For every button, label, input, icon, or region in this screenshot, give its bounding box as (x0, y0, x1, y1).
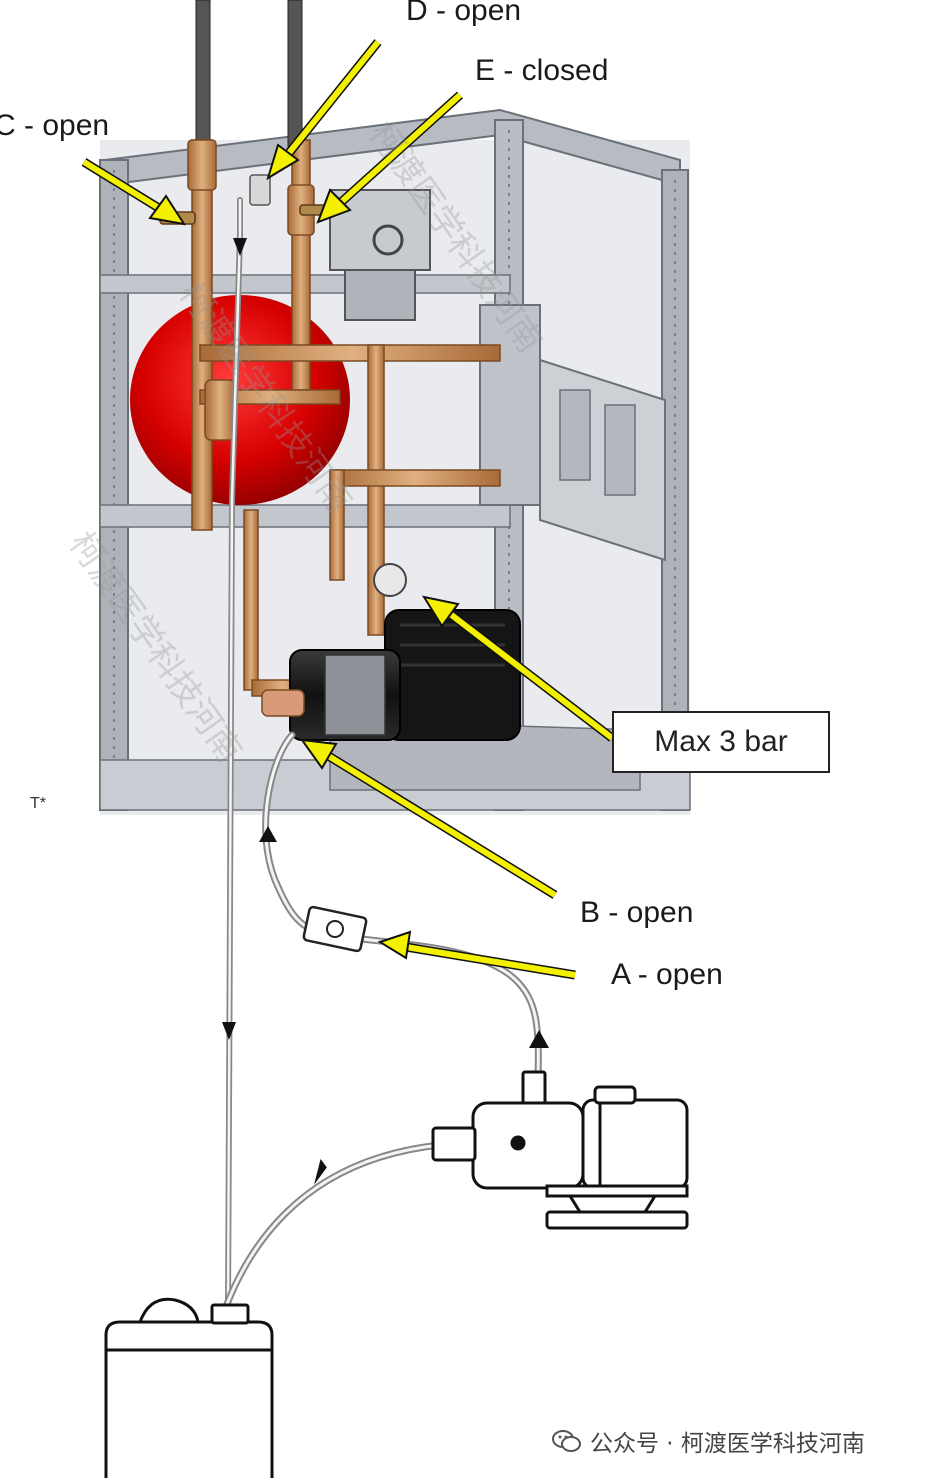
inline-filter (302, 905, 368, 953)
arrow-e (316, 91, 464, 224)
max-pressure-box: Max 3 bar (612, 711, 830, 773)
arrow-a (377, 930, 576, 980)
label-valve-e: E - closed (475, 54, 609, 87)
transfer-pump (431, 1070, 689, 1230)
flow-arrows (222, 238, 549, 1185)
top-pipes (195, 0, 303, 151)
supply-container (104, 1297, 274, 1478)
arrow-c (81, 158, 187, 226)
arrow-max (421, 595, 615, 742)
label-max-pressure: Max 3 bar (654, 725, 788, 758)
arrow-b (299, 738, 558, 899)
footer-text: 公众号 · 柯渡医学科技河南 (590, 1431, 865, 1457)
label-valve-c: C - open (0, 109, 110, 142)
arrow-d (266, 39, 382, 181)
label-valve-b: B - open (580, 896, 694, 929)
label-valve-d: D - open (406, 0, 522, 27)
footer-attribution: 公众号 · 柯渡医学科技河南 (552, 1424, 865, 1458)
corner-mark: T* (30, 795, 46, 812)
indicator-arrows (81, 39, 615, 980)
label-valve-a: A - open (611, 958, 723, 991)
wechat-icon (552, 1430, 581, 1452)
pressure-gauge (373, 563, 407, 597)
